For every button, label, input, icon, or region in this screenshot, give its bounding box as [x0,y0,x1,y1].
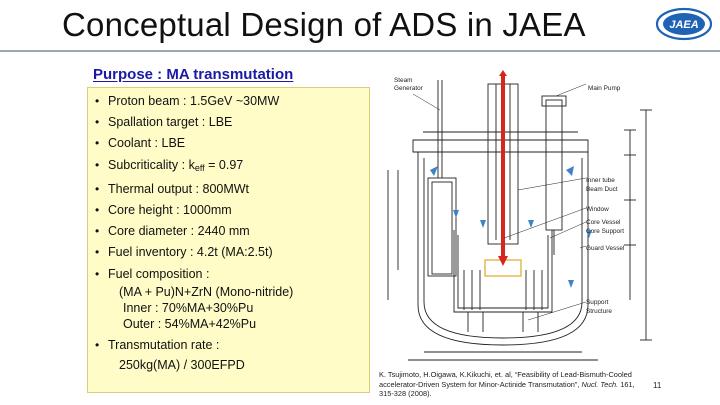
logo-text: JAEA [669,19,698,31]
fuel-composition-line1: (MA + Pu)N+ZrN (Mono-nitride) [119,284,294,299]
spec-core-height: Core height : 1000mm [93,203,369,218]
spec-list: Proton beam : 1.5GeV ~30MW Spallation ta… [88,88,369,373]
fuel-composition-inner: Inner : 70%MA+30%Pu [123,300,254,315]
spec-transmutation-rate: Transmutation rate : [93,338,369,353]
reference-citation: K. Tsujimoto, H.Oigawa, K.Kikuchi, et. a… [379,370,651,399]
slide-title: Conceptual Design of ADS in JAEA [62,6,586,43]
subcrit-post: = 0.97 [204,157,244,172]
spec-spallation-target: Spallation target : LBE [93,115,369,130]
reactor-diagram: Steam Generator Main Pump Inner tube Bea… [387,70,652,361]
label-core-vessel: Core Vessel [586,219,620,226]
purpose-heading: Purpose : MA transmutation [93,66,294,83]
label-steam-generator-1: Steam [394,77,412,84]
transmutation-value: 250kg(MA) / 300EFPD [119,357,245,372]
label-core-support: Core Support [586,228,624,235]
spec-proton-beam: Proton beam : 1.5GeV ~30MW [93,94,369,109]
spec-fuel-inventory: Fuel inventory : 4.2t (MA:2.5t) [93,245,369,260]
page-number: 11 [653,381,662,390]
spec-core-diameter: Core diameter : 2440 mm [93,224,369,239]
specifications-box: Proton beam : 1.5GeV ~30MW Spallation ta… [87,87,370,393]
label-support-structure-1: Support [586,299,609,306]
spec-fuel-composition: Fuel composition : [93,267,369,282]
label-guard-vessel: Guard Vessel [586,245,624,252]
reference-details: 161, 315-328 (2008). [379,379,635,399]
label-support-structure-2: Structure [586,308,612,315]
title-divider [0,50,720,52]
reference-authors: K. Tsujimoto, H.Oigawa, K.Kikuchi, et. a… [379,370,632,389]
label-beam-duct: Beam Duct [586,186,618,193]
fuel-composition-outer: Outer : 54%MA+42%Pu [123,316,257,331]
label-steam-generator-2: Generator [394,85,424,92]
subcrit-pre: Subcriticality : k [108,157,195,172]
label-window: Window [586,206,609,213]
spec-subcriticality: Subcriticality : keff = 0.97 [93,158,369,176]
spec-coolant: Coolant : LBE [93,136,369,151]
label-main-pump: Main Pump [588,85,621,92]
label-inner-tube: Inner tube [586,177,615,184]
jaea-logo: JAEA [655,7,713,41]
subcrit-subscript: eff [194,162,205,173]
reference-journal: Nucl. Tech. [581,379,619,389]
spec-thermal-output: Thermal output : 800MWt [93,182,369,197]
